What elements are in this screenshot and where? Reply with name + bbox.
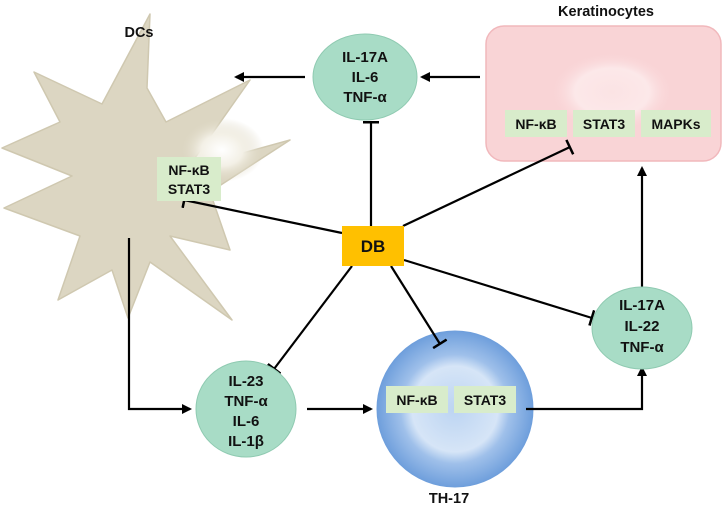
arrow-dcs-to-bottom-cytokines [127,238,192,414]
arrow-th17-to-right-cytokines [526,366,647,411]
activation-arrows [127,72,647,414]
bottom-cytokine-4: IL-1β [228,433,264,450]
top-cytokine-3: TNF-α [343,89,387,106]
right-cytokine-node: IL-17A IL-22 TNF-α [591,286,693,370]
dcs-title: DCs [124,25,153,41]
inhibit-th17-factors [390,265,448,350]
inhibit-bottom-cytokines [267,265,353,375]
dc-factor-1: NF-κB [168,162,209,178]
top-cytokine-node: IL-17A IL-6 TNF-α [312,33,418,121]
right-cytokine-2: IL-22 [624,318,659,335]
bottom-left-cytokine-node: IL-23 TNF-α IL-6 IL-1β [195,360,297,458]
top-cytokine-2: IL-6 [352,69,379,86]
inhibit-keratinocyte-factors [402,139,575,227]
th17-factor-1: NF-κB [396,392,437,408]
bottom-cytokine-1: IL-23 [228,373,263,390]
keratinocyte-factor-boxes: NF-κB STAT3 MAPKs [505,110,711,137]
dc-cell [1,13,291,321]
inhibit-dc-factors [181,191,343,235]
bottom-cytokine-2: TNF-α [224,393,268,410]
drug-box: DB [342,226,404,266]
keratinocyte-factor-2: STAT3 [583,116,625,132]
bottom-cytokine-3: IL-6 [233,413,260,430]
inhibit-right-cytokines [403,258,596,326]
right-cytokine-1: IL-17A [619,297,665,314]
inhibition-lines [181,121,596,375]
dc-factor-2: STAT3 [168,181,210,197]
keratinocyte-cell [485,25,722,162]
keratinocytes-title: Keratinocytes [558,4,654,20]
right-cytokine-3: TNF-α [620,339,664,356]
keratinocyte-factor-3: MAPKs [651,116,700,132]
th17-factor-boxes: NF-κB STAT3 [386,386,516,413]
drug-label: DB [361,237,386,256]
th17-title: TH-17 [429,491,469,507]
top-cytokine-1: IL-17A [342,49,388,66]
keratinocyte-factor-1: NF-κB [515,116,556,132]
th17-factor-2: STAT3 [464,392,506,408]
dc-factor-box: NF-κB STAT3 [157,157,221,201]
